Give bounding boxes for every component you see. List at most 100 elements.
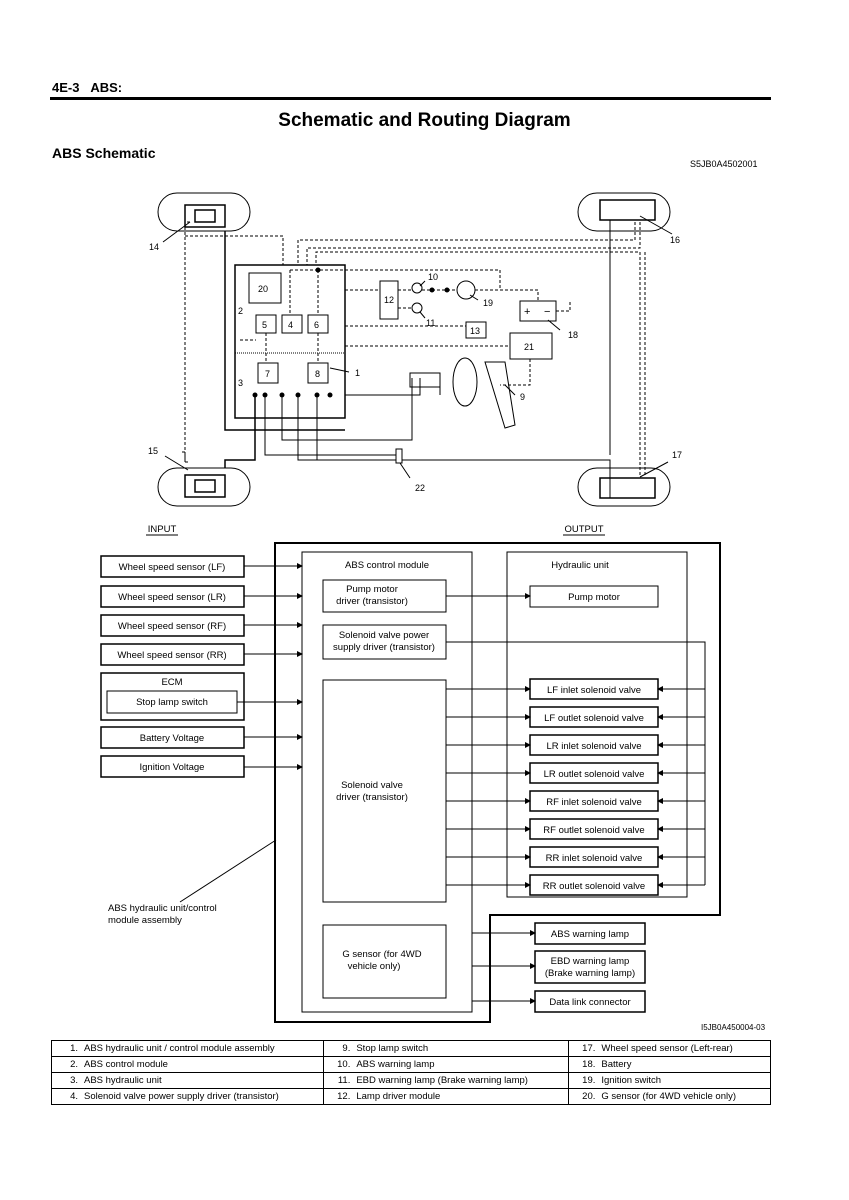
output-heading: OUTPUT — [564, 524, 603, 535]
header-rule — [50, 97, 771, 100]
solenoid-driver-box — [322, 679, 447, 903]
pump-motor-label: Pump motor — [568, 592, 620, 603]
legend-number: 1. — [70, 1043, 78, 1054]
section-number: 4E-3 — [52, 80, 80, 95]
valve-rf-outlet-box — [529, 818, 659, 840]
image-code-bottom: I5JB0A450004-03 — [701, 1023, 766, 1032]
valve-rf-outlet-label: RF outlet solenoid valve — [543, 825, 644, 836]
box-7 — [257, 362, 279, 384]
legend-text: Stop lamp switch — [356, 1043, 429, 1054]
section-topic: ABS: — [90, 80, 123, 95]
g-sensor-box — [248, 272, 282, 304]
lamp-driver-box — [379, 280, 399, 320]
legend-number: 17. — [582, 1043, 596, 1054]
legend-cell: 2.ABS control module — [50, 1056, 325, 1073]
num-5: 5 — [262, 320, 267, 330]
valve-lr-outlet-box — [529, 762, 659, 784]
ecm-label: ECM — [161, 677, 182, 688]
legend-number: 18. — [582, 1059, 596, 1070]
legend-text: ABS hydraulic unit — [84, 1075, 162, 1086]
abs-warning-lamp-label: ABS warning lamp — [551, 929, 629, 940]
ignition-voltage-label: Ignition Voltage — [140, 762, 205, 773]
num-8: 8 — [315, 369, 320, 379]
input-rf-label: Wheel speed sensor (RF) — [118, 621, 226, 632]
num-11: 11 — [426, 318, 435, 328]
solenoid-power-label-1: Solenoid valve power — [339, 630, 429, 641]
valve-lf-outlet-box — [529, 706, 659, 728]
abs-warning-lamp-symbol — [411, 282, 423, 294]
num-15: 15 — [148, 446, 158, 456]
solenoid-driver-label-2: driver (transistor) — [336, 792, 408, 803]
stop-lamp-switch-label: Stop lamp switch — [136, 697, 208, 708]
abs-unit-box — [234, 264, 346, 419]
valve-lr-inlet-label: LR inlet solenoid valve — [546, 741, 641, 752]
legend-cell: 17.Wheel speed sensor (Left-rear) — [568, 1040, 771, 1057]
block-labels: INPUT OUTPUT Wheel speed sensor (LF) Whe… — [117, 524, 645, 1008]
valve-rf-inlet-label: RF inlet solenoid valve — [546, 797, 642, 808]
ebd-warning-lamp-symbol — [411, 302, 423, 314]
legend-row: 1. ABS hydraulic unit / control module as… — [50, 1040, 771, 1057]
num-16: 16 — [670, 235, 680, 245]
master-cylinder — [409, 372, 441, 388]
num-3: 3 — [238, 378, 243, 388]
caliper-lf — [184, 204, 226, 228]
legend-cell: 19. Ignition switch — [568, 1072, 771, 1089]
legend-cell: 18. Battery — [568, 1056, 771, 1073]
valve-rf-inlet-box — [529, 790, 659, 812]
legend-text: Lamp driver module — [356, 1091, 441, 1102]
legend-cell: 4. Solenoid valve power supply driver (tr… — [50, 1088, 325, 1105]
wheel-right-rear — [577, 467, 671, 507]
caliper-rr — [599, 477, 656, 499]
schematic — [157, 192, 673, 507]
legend-text: ABS warning lamp — [356, 1059, 435, 1070]
num-4: 4 — [288, 320, 293, 330]
section-subtitle: ABS Schematic — [52, 145, 156, 161]
num-6: 6 — [314, 320, 319, 330]
legend-cell: 1. ABS hydraulic unit / control module as… — [50, 1040, 325, 1057]
num-9: 9 — [520, 392, 525, 402]
legend-cell: 11.EBD warning lamp (Brake warning lamp) — [323, 1072, 570, 1089]
input-lr-label: Wheel speed sensor (LR) — [118, 592, 226, 603]
input-rr-label: Wheel speed sensor (RR) — [117, 650, 226, 661]
legend-text: G sensor (for 4WD vehicle only) — [601, 1091, 736, 1102]
legend-number: 4. — [70, 1091, 78, 1102]
assembly-outline — [274, 542, 721, 1023]
legend-text: Battery — [601, 1059, 632, 1070]
valve-lr-inlet-box — [529, 734, 659, 756]
legend-number: 2. — [70, 1059, 78, 1070]
box-21 — [509, 332, 553, 360]
brake-pedal — [484, 361, 516, 429]
valve-rr-inlet-label: RR inlet solenoid valve — [546, 853, 643, 864]
input-lf-label: Wheel speed sensor (LF) — [119, 562, 226, 573]
legend-cell: 10.ABS warning lamp — [323, 1056, 570, 1073]
num-13: 13 — [470, 326, 480, 336]
solenoid-driver-label-1: Solenoid valve — [341, 780, 403, 791]
num-2: 2 — [238, 306, 243, 316]
box-13 — [465, 321, 487, 339]
num-1: 1 — [355, 368, 360, 378]
valve-lf-inlet-label: LF inlet solenoid valve — [547, 685, 641, 696]
valve-rr-inlet-box — [529, 846, 659, 868]
g-sensor-block-box — [322, 924, 447, 999]
num-14: 14 — [149, 242, 159, 252]
num-17: 17 — [672, 450, 682, 460]
legend-number: 11. — [337, 1075, 351, 1086]
pump-driver-label-1: Pump motor — [346, 584, 398, 595]
legend-text: Ignition switch — [601, 1075, 662, 1086]
brake-booster — [452, 357, 478, 407]
num-7: 7 — [265, 369, 270, 379]
valve-lf-outlet-label: LF outlet solenoid valve — [544, 713, 644, 724]
legend-number: 20. — [582, 1091, 596, 1102]
legend-cell: 3.ABS hydraulic unit — [50, 1072, 325, 1089]
dlc-label: Data link connector — [549, 997, 630, 1008]
box-4 — [281, 314, 303, 334]
legend-number: 19. — [582, 1075, 596, 1086]
legend-text: Solenoid valve power supply driver (tran… — [84, 1091, 279, 1102]
control-module-box — [301, 551, 473, 1013]
valve-lr-outlet-label: LR outlet solenoid valve — [544, 769, 645, 780]
legend-text: ABS hydraulic unit / control module asse… — [84, 1043, 275, 1054]
wheel-left-rear — [157, 467, 251, 507]
g-sensor-label-2: vehicle only) — [348, 961, 401, 972]
